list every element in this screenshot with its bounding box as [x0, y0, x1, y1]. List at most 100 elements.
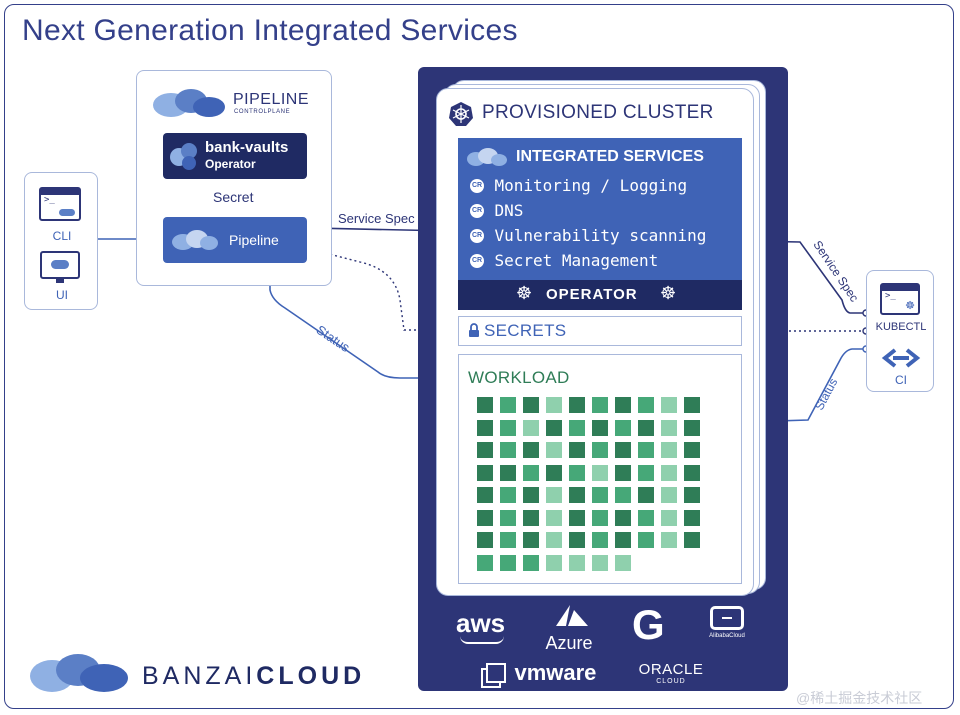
alibaba-logo: AlibabaCloud — [704, 606, 750, 639]
service-label: Vulnerability scanning — [494, 226, 707, 245]
workload-cell — [523, 397, 539, 413]
cluster-title: PROVISIONED CLUSTER — [482, 102, 714, 123]
workload-cell — [661, 509, 677, 526]
workload-cell — [569, 419, 585, 436]
workload-grid — [477, 397, 717, 573]
brand-cloud: CLOUD — [256, 662, 366, 690]
workload-cell — [500, 532, 516, 548]
cr-badge-icon: CR — [470, 253, 484, 268]
workload-cell — [592, 419, 608, 436]
pipeline-controlplane-panel: PIPELINE CONTROLPLANE bank-vaults Operat… — [136, 70, 332, 286]
kubernetes-icon — [449, 102, 473, 126]
workload-cell — [661, 464, 677, 481]
workload-label: WORKLOAD — [468, 368, 570, 387]
workload-cell — [477, 464, 493, 481]
ci-status-arrow — [745, 348, 866, 427]
workload-cell — [661, 442, 677, 458]
workload-cell — [546, 487, 562, 503]
brand-banzai: BANZAI — [142, 662, 257, 690]
integrated-services-cloud-icon — [467, 148, 507, 166]
workload-cell — [569, 487, 585, 503]
workload-cell — [615, 509, 631, 526]
workload-cell — [477, 509, 493, 526]
bank-vaults-subtitle: Operator — [205, 157, 256, 171]
watermark: @稀土掘金技术社区 — [796, 690, 923, 706]
service-item: CR Vulnerability scanning — [470, 226, 706, 245]
workload-cell — [477, 442, 493, 458]
lock-icon — [469, 323, 479, 337]
workload-cell — [546, 532, 562, 548]
workload-cell — [638, 464, 654, 481]
workload-cell — [684, 487, 700, 503]
pipeline-label: Pipeline — [229, 232, 279, 248]
cr-badge-icon: CR — [470, 203, 484, 218]
workload-cell — [638, 419, 654, 436]
workload-cell — [546, 464, 562, 481]
aws-logo: aws — [456, 610, 505, 644]
workload-cell — [638, 442, 654, 458]
vmware-logo: vmware — [486, 660, 596, 686]
workload-cell — [546, 554, 562, 571]
service-item: CR Secret Management — [470, 251, 658, 270]
workload-cell — [500, 487, 516, 503]
ui-label: UI — [56, 288, 68, 302]
workload-cell — [569, 464, 585, 481]
kubectl-service-spec-arrow — [745, 236, 866, 314]
bank-vaults-icon — [170, 143, 197, 170]
cr-badge-icon: CR — [470, 228, 484, 243]
workload-cell — [477, 554, 493, 571]
workload-cell — [500, 509, 516, 526]
workload-cell — [592, 509, 608, 526]
workload-cell — [569, 442, 585, 458]
oracle-logo: ORACLE CLOUD — [638, 661, 704, 686]
diagram-frame — [4, 4, 954, 709]
workload-cell — [546, 397, 562, 413]
workload-cell — [592, 554, 608, 571]
workload-cell — [500, 419, 516, 436]
cli-label: CLI — [52, 229, 72, 243]
pipeline-node[interactable]: Pipeline — [163, 217, 307, 263]
bank-vaults-operator: bank-vaults Operator — [163, 133, 307, 179]
workload-cell — [638, 487, 654, 503]
workload-cell — [523, 419, 539, 436]
workload-cell — [500, 464, 516, 481]
workload-cell — [500, 397, 516, 413]
operator-helm-icon: ☸ — [660, 283, 677, 303]
workload-cell — [477, 419, 493, 436]
pipeline-cloud-icon — [172, 230, 218, 250]
workload-cell — [569, 532, 585, 548]
workload-cell — [661, 419, 677, 436]
workload-cell — [615, 397, 631, 413]
workload-cell — [569, 397, 585, 413]
cr-badge-icon: CR — [470, 178, 484, 193]
kubectl-label: KUBECTL — [875, 321, 927, 333]
integrated-services-title: INTEGRATED SERVICES — [516, 148, 704, 165]
page-title: Next Generation Integrated Services — [22, 14, 518, 47]
pipeline-logo-subtitle: CONTROLPLANE — [234, 109, 291, 115]
workload-cell — [684, 397, 700, 413]
workload-cell — [615, 532, 631, 548]
service-item: CR DNS — [470, 201, 523, 220]
workload-cell — [569, 554, 585, 571]
kubectl-terminal-icon: >_ ☸ — [880, 283, 920, 315]
service-spec-label: Service Spec — [338, 211, 415, 226]
ci-label: CI — [895, 373, 907, 387]
workload-cell — [546, 509, 562, 526]
workload-cell — [661, 532, 677, 548]
operator-label: OPERATOR — [546, 286, 638, 303]
terminal-icon: >_ — [39, 187, 81, 221]
workload-cell — [592, 442, 608, 458]
workload-cell — [500, 442, 516, 458]
google-logo: G — [632, 601, 665, 648]
right-clients-panel: >_ ☸ KUBECTL CI — [866, 270, 934, 392]
workload-cell — [661, 397, 677, 413]
workload-cell — [638, 532, 654, 548]
workload-cell — [523, 532, 539, 548]
secrets-label: SECRETS — [484, 321, 567, 340]
workload-cell — [592, 464, 608, 481]
workload-cell — [684, 464, 700, 481]
pipeline-to-secrets-arrow — [305, 247, 453, 335]
workload-cell — [569, 509, 585, 526]
status-arrow — [269, 264, 453, 383]
workload-cell — [684, 509, 700, 526]
